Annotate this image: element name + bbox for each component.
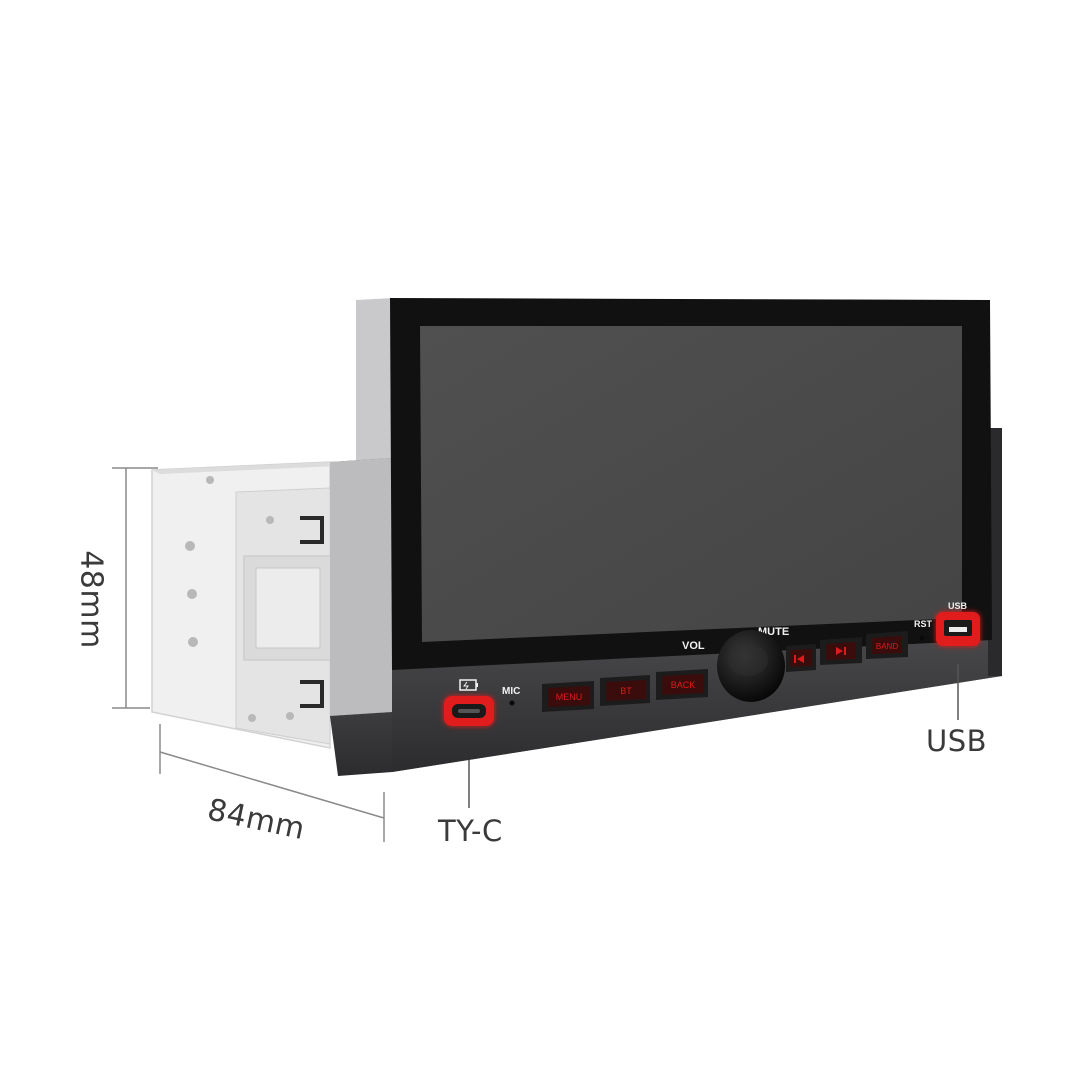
- mic-label: MIC: [502, 686, 520, 697]
- vol-label: VOL: [682, 640, 705, 652]
- svg-text:BT: BT: [620, 686, 632, 696]
- svg-text:BACK: BACK: [671, 680, 696, 690]
- reset-pinhole[interactable]: [919, 635, 925, 641]
- next-track-icon: [836, 647, 846, 655]
- volume-knob-icon[interactable]: [717, 630, 785, 702]
- usb-port-label: USB: [948, 601, 968, 611]
- back-button[interactable]: BACK: [656, 669, 708, 700]
- usb-port[interactable]: [936, 612, 980, 646]
- type-c-port[interactable]: [444, 696, 494, 726]
- height-dimension-label: 48mm: [73, 550, 109, 649]
- svg-text:BAND: BAND: [876, 642, 898, 651]
- mounting-chassis: [151, 461, 338, 749]
- svg-text:MENU: MENU: [556, 692, 583, 702]
- menu-button[interactable]: MENU: [542, 681, 594, 712]
- bt-button[interactable]: BT: [600, 675, 650, 706]
- depth-dimension-line: [159, 724, 385, 842]
- mic-hole: [509, 700, 515, 706]
- height-dimension-line: [112, 467, 158, 709]
- usb-callout-label: USB: [926, 724, 988, 758]
- prev-button[interactable]: [786, 644, 816, 672]
- battery-charge-icon: [459, 679, 478, 691]
- band-button[interactable]: BAND: [866, 631, 908, 659]
- next-button[interactable]: [820, 637, 862, 665]
- typec-callout-label: TY-C: [438, 814, 503, 848]
- prev-track-icon: [794, 655, 804, 663]
- rst-label: RST: [914, 619, 933, 629]
- touch-screen[interactable]: [390, 298, 992, 670]
